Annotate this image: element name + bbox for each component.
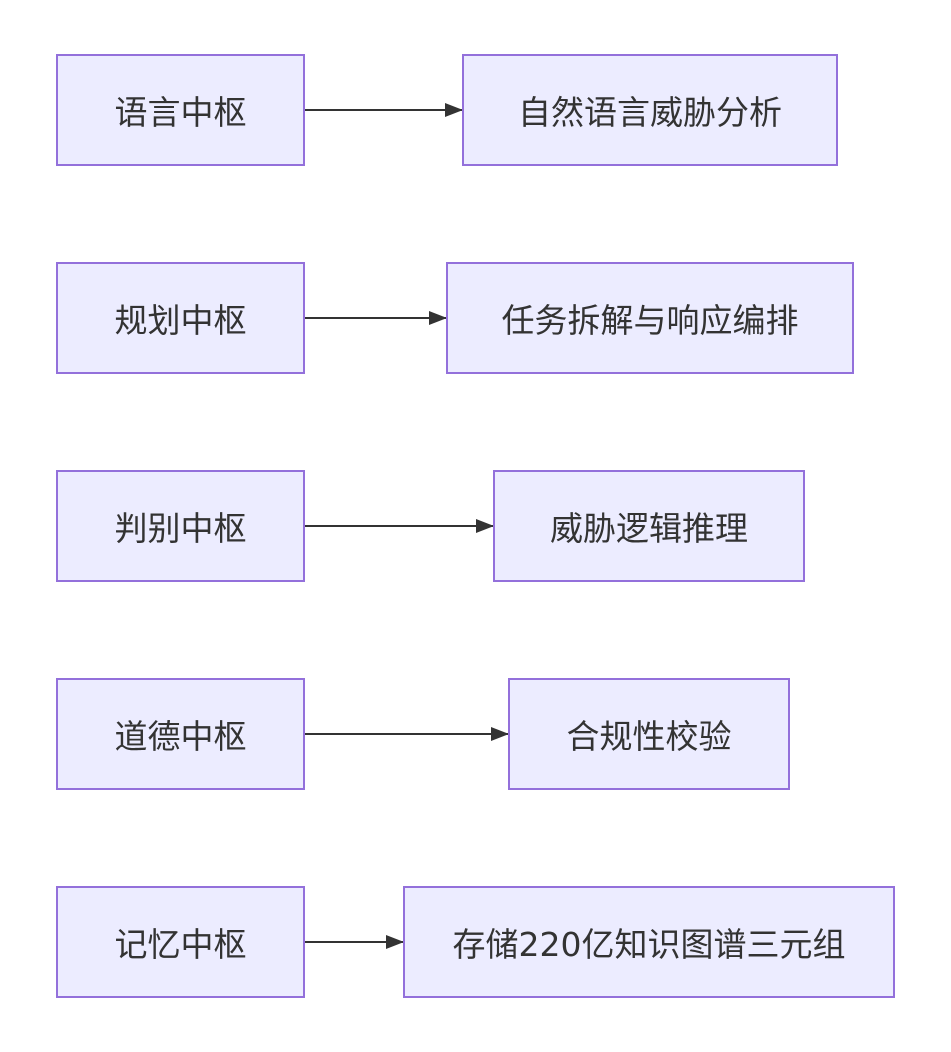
arrowhead-icon <box>386 935 404 949</box>
node-threat-logic-reasoning: 威胁逻辑推理 <box>493 470 805 582</box>
arrowhead-icon <box>491 727 509 741</box>
node-task-decomposition: 任务拆解与响应编排 <box>446 262 854 374</box>
node-nl-threat-analysis: 自然语言威胁分析 <box>462 54 838 166</box>
arrowhead-icon <box>476 519 494 533</box>
flow-arrow <box>305 727 509 741</box>
flow-arrow <box>305 935 404 949</box>
arrowhead-icon <box>445 103 463 117</box>
node-discrimination-hub: 判别中枢 <box>56 470 305 582</box>
node-compliance-check: 合规性校验 <box>508 678 790 790</box>
node-knowledge-graph-storage: 存储220亿知识图谱三元组 <box>403 886 895 998</box>
node-planning-hub: 规划中枢 <box>56 262 305 374</box>
flow-arrow <box>305 103 463 117</box>
node-memory-hub: 记忆中枢 <box>56 886 305 998</box>
node-ethics-hub: 道德中枢 <box>56 678 305 790</box>
flow-arrow <box>305 311 447 325</box>
flow-arrow <box>305 519 494 533</box>
node-language-hub: 语言中枢 <box>56 54 305 166</box>
arrowhead-icon <box>429 311 447 325</box>
